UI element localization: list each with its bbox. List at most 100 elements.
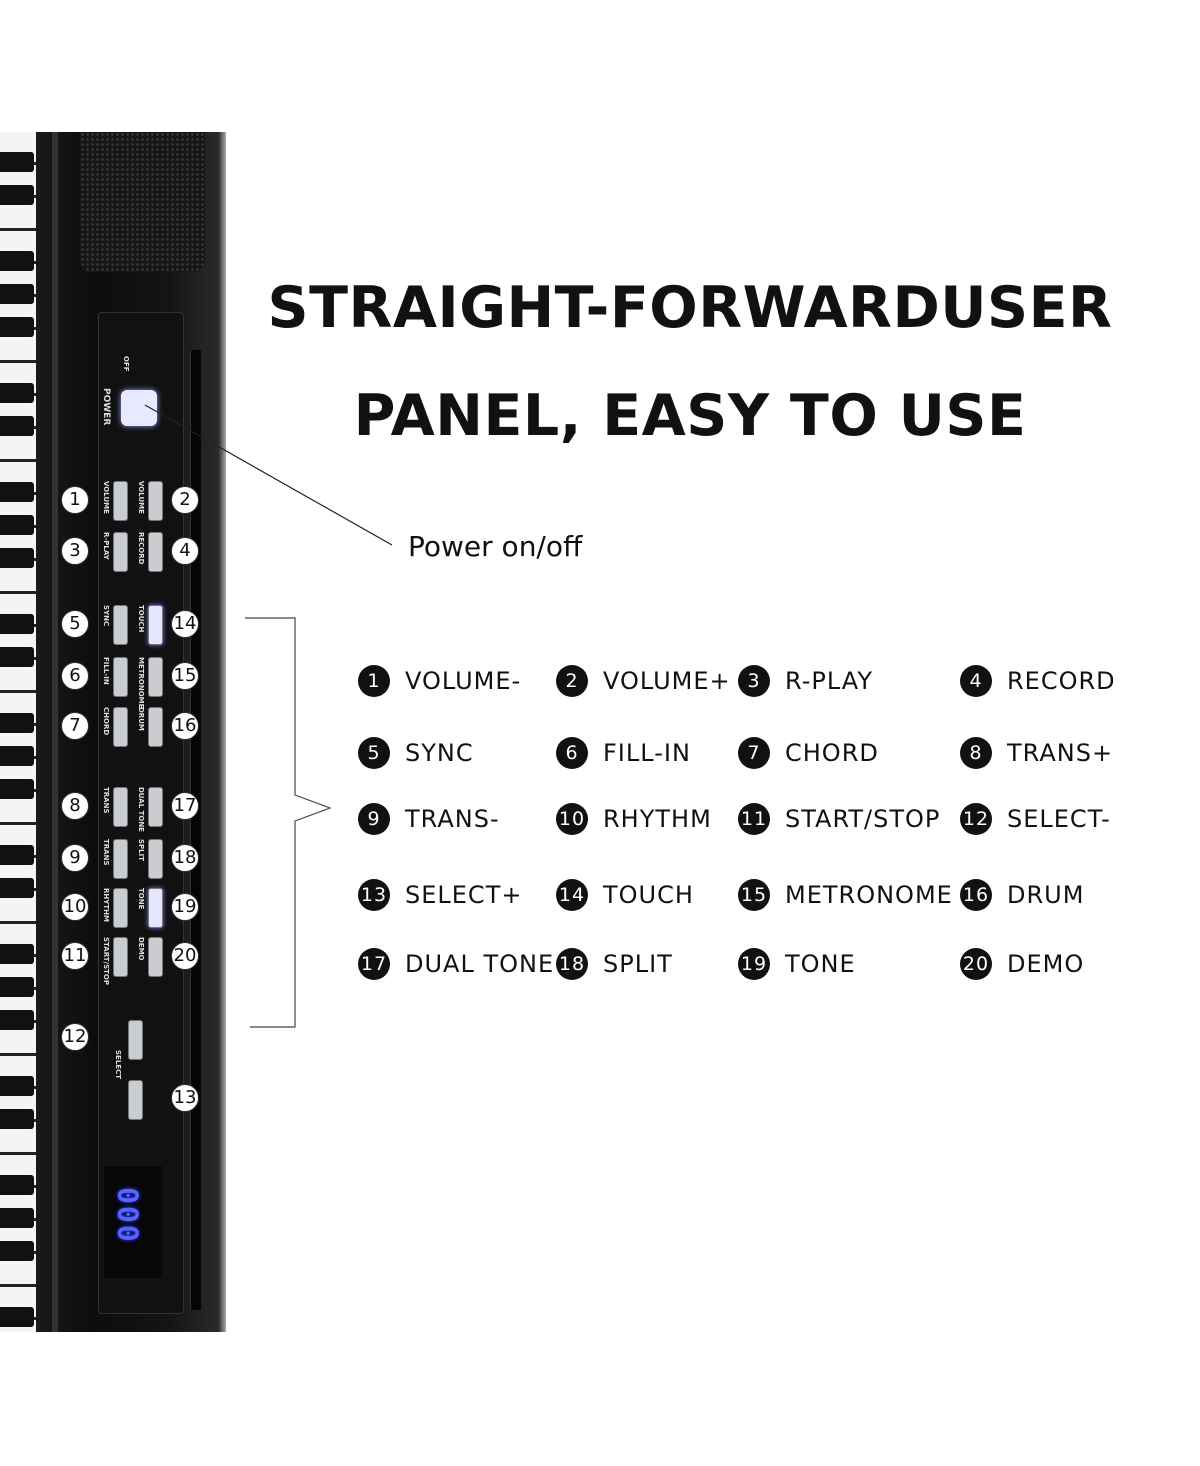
black-key bbox=[0, 1175, 34, 1195]
number-badge: 12 bbox=[61, 1023, 89, 1051]
panel-button-13[interactable] bbox=[128, 1080, 143, 1120]
legend-number: 4 bbox=[960, 665, 992, 697]
number-badge: 7 bbox=[61, 712, 89, 740]
panel-button-8[interactable] bbox=[113, 787, 128, 827]
panel-button-2[interactable] bbox=[148, 481, 163, 521]
legend-label: SPLIT bbox=[603, 950, 673, 978]
panel-button-1[interactable] bbox=[113, 481, 128, 521]
number-badge: 19 bbox=[171, 893, 199, 921]
title-line-2: PANEL, EASY TO USE bbox=[353, 383, 1027, 449]
panel-button-5[interactable] bbox=[113, 605, 128, 645]
panel-button-7[interactable] bbox=[113, 707, 128, 747]
black-key bbox=[0, 185, 34, 205]
power-label: POWER bbox=[101, 388, 111, 426]
number-badge: 1 bbox=[61, 486, 89, 514]
panel-button-label: RECORD bbox=[137, 532, 145, 565]
legend-label: R-PLAY bbox=[785, 667, 873, 695]
legend-label: VOLUME+ bbox=[603, 667, 731, 695]
legend-number: 3 bbox=[738, 665, 770, 697]
panel-button-19[interactable] bbox=[148, 888, 163, 928]
black-key bbox=[0, 614, 34, 634]
number-badge: 10 bbox=[61, 893, 89, 921]
legend-number: 7 bbox=[738, 737, 770, 769]
legend-label: TRANS- bbox=[405, 805, 500, 833]
legend-label: FILL-IN bbox=[603, 739, 691, 767]
black-key bbox=[0, 713, 34, 733]
legend-item: 6 FILL-IN bbox=[556, 737, 691, 769]
panel-button-11[interactable] bbox=[113, 937, 128, 977]
panel-button-label: R-PLAY bbox=[102, 532, 110, 560]
black-key bbox=[0, 482, 34, 502]
black-key bbox=[0, 647, 34, 667]
number-badge: 14 bbox=[171, 610, 199, 638]
legend-number: 11 bbox=[738, 803, 770, 835]
panel-button-label: START/STOP bbox=[102, 937, 110, 985]
legend-number: 10 bbox=[556, 803, 588, 835]
legend-label: TONE bbox=[785, 950, 856, 978]
panel-button-16[interactable] bbox=[148, 707, 163, 747]
panel-button-20[interactable] bbox=[148, 937, 163, 977]
legend-label: TOUCH bbox=[603, 881, 694, 909]
black-key bbox=[0, 1076, 34, 1096]
power-caption: Power on/off bbox=[408, 530, 583, 563]
panel-button-18[interactable] bbox=[148, 839, 163, 879]
panel-button-9[interactable] bbox=[113, 839, 128, 879]
panel-button-label: RHYTHM bbox=[102, 888, 110, 922]
music-stand-slot bbox=[190, 350, 201, 1310]
panel-button-6[interactable] bbox=[113, 657, 128, 697]
legend-label: CHORD bbox=[785, 739, 879, 767]
legend-number: 14 bbox=[556, 879, 588, 911]
black-key bbox=[0, 317, 34, 337]
number-badge: 5 bbox=[61, 610, 89, 638]
panel-button-label: METRONOME bbox=[137, 657, 145, 709]
number-badge: 3 bbox=[61, 537, 89, 565]
panel-button-label: DUAL TONE bbox=[137, 787, 145, 832]
black-key bbox=[0, 416, 34, 436]
panel-button-label: FILL-IN bbox=[102, 657, 110, 685]
panel-button-17[interactable] bbox=[148, 787, 163, 827]
legend-item: 12 SELECT- bbox=[960, 803, 1111, 835]
number-badge: 11 bbox=[61, 942, 89, 970]
legend-number: 12 bbox=[960, 803, 992, 835]
panel-button-4[interactable] bbox=[148, 532, 163, 572]
number-badge: 18 bbox=[171, 844, 199, 872]
black-key bbox=[0, 1208, 34, 1228]
legend-label: SYNC bbox=[405, 739, 474, 767]
legend-number: 5 bbox=[358, 737, 390, 769]
number-badge: 2 bbox=[171, 486, 199, 514]
panel-button-label: SPLIT bbox=[137, 839, 145, 862]
panel-button-3[interactable] bbox=[113, 532, 128, 572]
legend-number: 16 bbox=[960, 879, 992, 911]
legend-number: 6 bbox=[556, 737, 588, 769]
panel-button-15[interactable] bbox=[148, 657, 163, 697]
panel-button-label: TRANS bbox=[102, 839, 110, 866]
panel-button-14[interactable] bbox=[148, 605, 163, 645]
legend-label: SELECT- bbox=[1007, 805, 1111, 833]
legend-item: 7 CHORD bbox=[738, 737, 879, 769]
legend-item: 5 SYNC bbox=[358, 737, 474, 769]
black-key bbox=[0, 977, 34, 997]
legend-label: VOLUME- bbox=[405, 667, 522, 695]
panel-button-label: DRUM bbox=[137, 707, 145, 731]
panel-button-10[interactable] bbox=[113, 888, 128, 928]
panel-button-label: VOLUME bbox=[102, 481, 110, 514]
title-line-1: STRAIGHT-FORWARDUSER bbox=[267, 275, 1113, 341]
legend-label: TRANS+ bbox=[1007, 739, 1114, 767]
power-leader-line bbox=[144, 404, 393, 546]
black-key bbox=[0, 944, 34, 964]
legend-label: METRONOME bbox=[785, 881, 953, 909]
legend-number: 20 bbox=[960, 948, 992, 980]
legend-label: SELECT+ bbox=[405, 881, 523, 909]
panel-button-12[interactable] bbox=[128, 1020, 143, 1060]
